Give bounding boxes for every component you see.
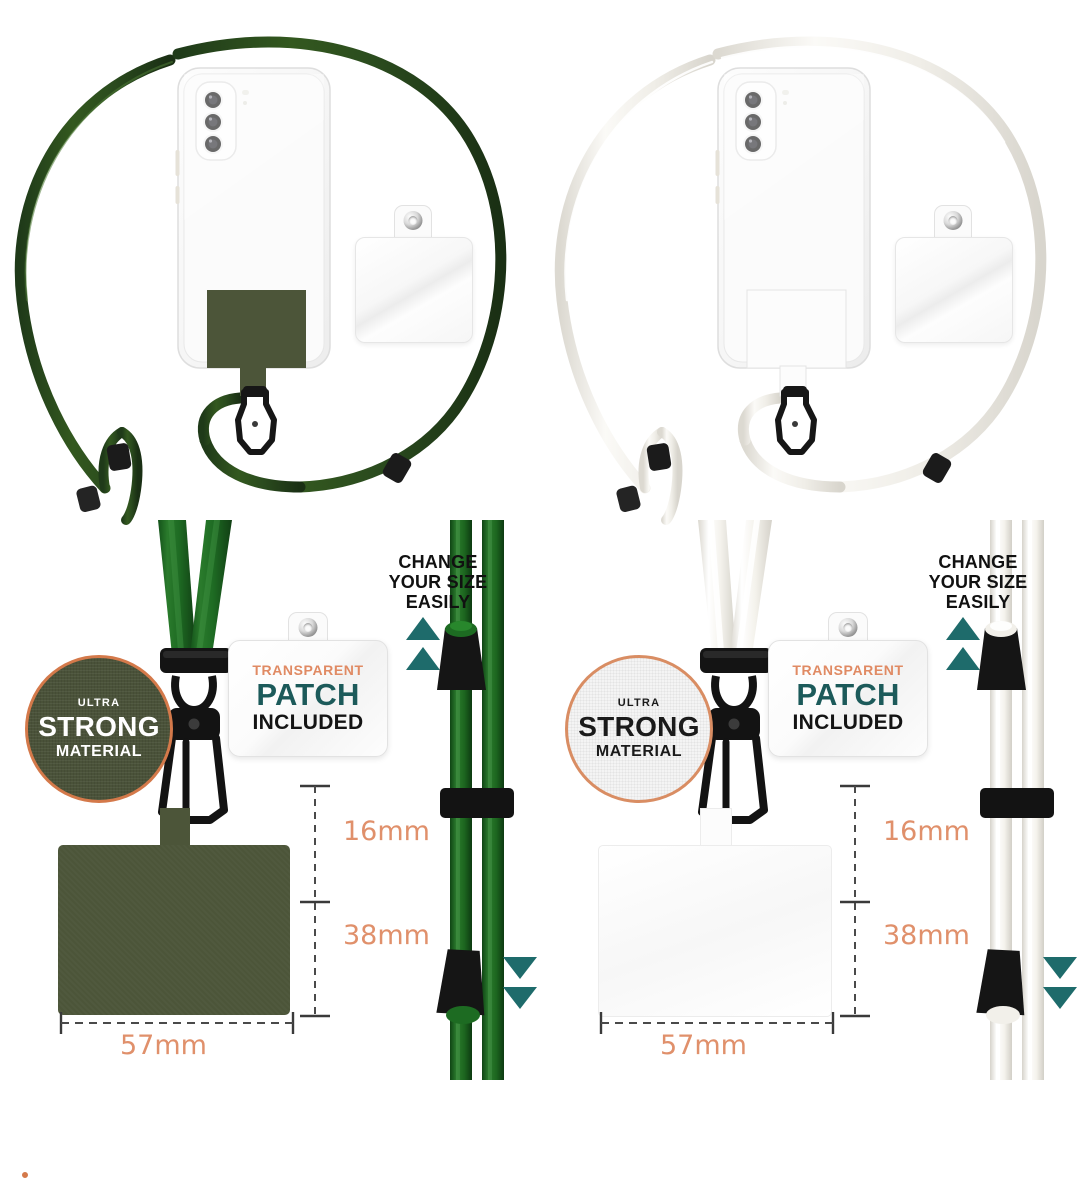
- badge-main-label: STRONG: [578, 711, 700, 743]
- cord-toggle-icon-top: [977, 621, 1026, 690]
- big-patch-right: [598, 845, 832, 1017]
- card-tab: [828, 612, 868, 643]
- triangle-down-icon: [503, 957, 537, 979]
- snap-hook-icon: [158, 675, 228, 832]
- patch-included-card-left: TRANSPARENT PATCH INCLUDED: [228, 612, 388, 757]
- triangle-down-icon: [1043, 987, 1077, 1009]
- inserted-patch-white: [746, 289, 847, 369]
- triangle-down-icon: [503, 987, 537, 1009]
- dimension-16mm-left: 16mm: [343, 816, 430, 847]
- dimension-width-left: [59, 1012, 295, 1034]
- badge-main-label: STRONG: [38, 711, 160, 743]
- badge-top-label: ULTRA: [77, 697, 121, 710]
- change-size-line2: YOUR SIZE: [388, 572, 488, 593]
- patch-card-line3: INCLUDED: [792, 711, 904, 735]
- badge-bottom-label: MATERIAL: [55, 742, 143, 760]
- change-size-line1: CHANGE: [938, 552, 1018, 572]
- change-size-note-right: CHANGE YOUR SIZE EASILY: [918, 552, 1038, 612]
- dimension-16mm-right: 16mm: [883, 816, 970, 847]
- patch-card-line3: INCLUDED: [252, 711, 364, 735]
- badge-ultra-strong-material-left: ULTRA STRONG MATERIAL: [25, 655, 173, 803]
- panel-bottom-left-green-detail: [0, 520, 540, 1178]
- cord-stopper-right: [382, 453, 412, 483]
- snap-hook-icon: [235, 386, 277, 455]
- cord-stopper-left: [76, 443, 132, 513]
- patch-body: [895, 237, 1013, 343]
- triangle-up-icon: [406, 647, 440, 670]
- grommet-ring-icon: [943, 211, 963, 230]
- dimension-38mm-left: 38mm: [343, 920, 430, 951]
- grommet-ring-icon: [838, 618, 858, 637]
- patch-tab: [394, 205, 432, 240]
- cord-stopper-left: [616, 443, 672, 513]
- triangle-up-icon: [406, 617, 440, 640]
- size-arrows-left: [406, 617, 440, 670]
- patch-card-line1: TRANSPARENT: [792, 661, 904, 678]
- white-cord-loop: [554, 36, 1047, 525]
- cord-toggle-icon-bottom: [436, 949, 485, 1024]
- card-tab: [288, 612, 328, 643]
- change-size-line3: EASILY: [945, 592, 1011, 613]
- green-detail-illustration: [158, 520, 514, 1080]
- phone-case-green: [175, 67, 331, 396]
- triangle-up-icon: [946, 647, 980, 670]
- dimension-lines-right: [840, 784, 870, 1018]
- patch-tab: [934, 205, 972, 240]
- product-infographic: ULTRA STRONG MATERIAL TRANSPARENT PATCH …: [0, 0, 1080, 1080]
- loose-patch-left: [353, 205, 473, 365]
- camera-lens-icon: [735, 81, 789, 161]
- change-size-note-left: CHANGE YOUR SIZE EASILY: [378, 552, 498, 612]
- patch-included-card-body: TRANSPARENT PATCH INCLUDED: [768, 640, 928, 757]
- patch-card-line1: TRANSPARENT: [252, 661, 364, 678]
- badge-ultra-strong-material: [22, 1172, 28, 1178]
- camera-lens-icon: [195, 81, 249, 161]
- cord-band-middle: [440, 788, 514, 818]
- triangle-up-icon: [946, 617, 980, 640]
- patch-neck-right: [700, 808, 732, 851]
- size-arrows-right: [946, 617, 980, 670]
- dimension-57mm-right: 57mm: [660, 1030, 747, 1061]
- badge-top-label: ULTRA: [617, 697, 661, 710]
- green-lanyard-illustration: [14, 36, 507, 525]
- patch-included-card-right: TRANSPARENT PATCH INCLUDED: [768, 612, 928, 757]
- dimension-38mm-right: 38mm: [883, 920, 970, 951]
- cord-toggle-icon-bottom: [976, 949, 1025, 1024]
- change-size-line3: EASILY: [405, 592, 471, 613]
- badge-bottom-label: MATERIAL: [595, 742, 683, 760]
- cord-stopper-right: [922, 453, 952, 483]
- patch-neck-left: [160, 808, 190, 850]
- dimension-57mm-left: 57mm: [120, 1030, 207, 1061]
- cord-toggle-icon-top: [437, 621, 486, 690]
- white-lanyard-illustration: [554, 36, 1047, 525]
- white-flat-strap: [698, 520, 772, 655]
- size-arrows-down-left: [503, 957, 537, 1009]
- snap-hook-icon: [698, 675, 768, 832]
- green-cord-loop: [14, 36, 507, 525]
- loose-patch-right: [893, 205, 1013, 365]
- panel-top-left-green: [0, 0, 540, 525]
- cord-band-middle: [980, 788, 1054, 818]
- patch-card-line2: PATCH: [796, 676, 900, 712]
- badge-ultra-strong-material-right: ULTRA STRONG MATERIAL: [565, 655, 713, 803]
- dimension-lines-left: [300, 784, 330, 1018]
- patch-card-line2: PATCH: [256, 676, 360, 712]
- triangle-down-icon: [1043, 957, 1077, 979]
- grommet-ring-icon: [298, 618, 318, 637]
- inserted-patch-green: [207, 290, 306, 368]
- change-size-line1: CHANGE: [398, 552, 478, 572]
- big-patch-left: [58, 845, 290, 1015]
- phone-case-white: [715, 67, 871, 397]
- snap-hook-icon: [775, 386, 817, 455]
- dimension-width-right: [599, 1012, 835, 1034]
- grommet-ring-icon: [403, 211, 423, 230]
- patch-body: [355, 237, 473, 343]
- size-arrows-down-right: [1043, 957, 1077, 1009]
- patch-included-card-body: TRANSPARENT PATCH INCLUDED: [228, 640, 388, 757]
- panel-top-right-white: [540, 0, 1080, 525]
- change-size-line2: YOUR SIZE: [928, 572, 1028, 593]
- green-flat-strap: [158, 520, 232, 655]
